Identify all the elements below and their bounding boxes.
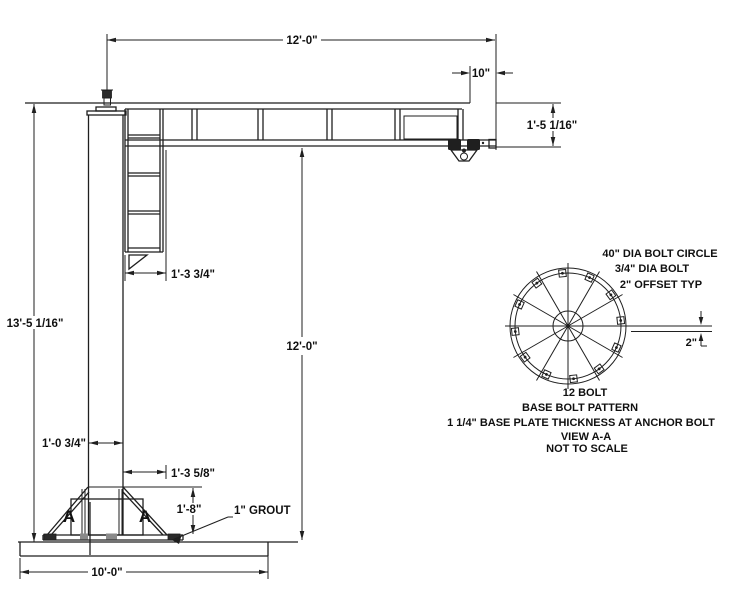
dimension-lines bbox=[19, 34, 561, 579]
note-bolt-circle: 40" DIA BOLT CIRCLE bbox=[602, 248, 717, 260]
dim-beam-depth: 1'-5 1/16" bbox=[527, 120, 577, 132]
dim-offset: 2" bbox=[686, 337, 697, 349]
grout-note: 1" GROUT bbox=[234, 505, 291, 517]
column-mast bbox=[86, 106, 127, 535]
offset-dimension bbox=[626, 311, 712, 347]
boom-end-reinforcement-plate bbox=[403, 115, 458, 140]
dim-base-spread: 1'-3 5/8" bbox=[171, 468, 215, 480]
caption-scale: NOT TO SCALE bbox=[546, 443, 628, 455]
dim-column-width: 1'-0 3/4" bbox=[42, 438, 86, 450]
anchor-bolt-squares bbox=[510, 268, 626, 384]
base-assembly bbox=[42, 486, 202, 555]
pivot-seat bbox=[95, 106, 117, 112]
dim-hook-approach: 10" bbox=[472, 68, 490, 80]
dim-mast-width: 1'-3 3/4" bbox=[171, 269, 215, 281]
trolley-hoist bbox=[448, 138, 497, 162]
dim-overall-height: 13'-5 1/16" bbox=[7, 318, 64, 330]
trolley-wheel-right bbox=[467, 139, 480, 150]
caption-pattern: BASE BOLT PATTERN bbox=[522, 402, 638, 414]
end-stop bbox=[488, 138, 497, 149]
dim-clear-height: 12'-0" bbox=[286, 341, 317, 353]
note-offset: 2" OFFSET TYP bbox=[620, 279, 702, 291]
bolt-circle-spokes bbox=[505, 263, 631, 389]
hook-eye bbox=[460, 152, 468, 161]
trolley-wheel-left bbox=[448, 139, 461, 150]
section-marker-right: A bbox=[139, 507, 151, 526]
foundation bbox=[18, 541, 298, 557]
note-bolt-dia: 3/4" DIA BOLT bbox=[615, 263, 690, 275]
hook-yoke bbox=[449, 149, 479, 162]
caption-bolt-count: 12 BOLT bbox=[563, 387, 608, 399]
dim-foundation-width: 10'-0" bbox=[91, 567, 122, 579]
dim-gusset-height: 1'-8" bbox=[177, 504, 202, 516]
annotations: 12'-0" 10" 1'-5 1/16" 13'-5 1/16" 1'-3 3… bbox=[6, 35, 718, 579]
bolt-circle-detail bbox=[505, 263, 712, 389]
caption-view: VIEW A-A bbox=[561, 431, 611, 443]
section-marker-left: A bbox=[63, 507, 75, 526]
boom-girder bbox=[25, 102, 496, 147]
bracket-gusset bbox=[128, 254, 149, 271]
mast-bracket-ladder bbox=[124, 109, 164, 271]
caption-plate: 1 1/4" BASE PLATE THICKNESS AT ANCHOR BO… bbox=[447, 417, 715, 429]
dim-boom-span: 12'-0" bbox=[286, 35, 317, 47]
